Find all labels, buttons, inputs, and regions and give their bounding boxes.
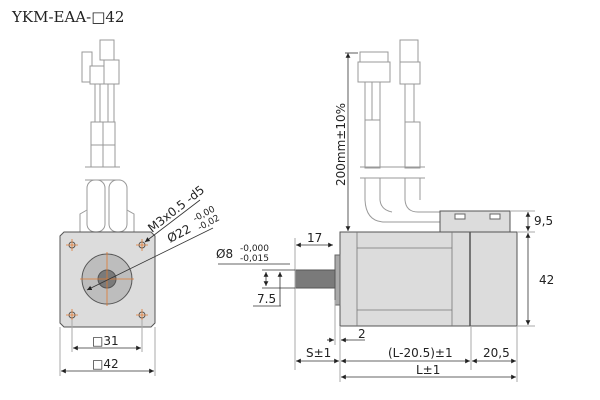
boss-thickness-dim: 2 bbox=[358, 327, 366, 341]
mounting-holes bbox=[66, 239, 148, 321]
encoder-length-dim: 20,5 bbox=[483, 346, 510, 360]
side-cable-assembly bbox=[357, 39, 440, 223]
shaft-tol-upper: -0,000 bbox=[240, 244, 269, 254]
flange-size-dim: □42 bbox=[92, 357, 119, 371]
front-view-flange bbox=[59, 199, 214, 328]
connector-height-dim: 9,5 bbox=[534, 214, 553, 228]
cable-length-dim: 200mm±10% bbox=[334, 103, 348, 186]
shaft-ext-dim: S±1 bbox=[306, 346, 331, 360]
model-title: YKM-EAA-□42 bbox=[11, 8, 124, 26]
flat-dim: 7.5 bbox=[257, 292, 276, 306]
shaft-dia-label: Ø8 bbox=[216, 247, 233, 261]
body-height-dim: 42 bbox=[539, 273, 554, 287]
boss-dia-label: Ø22 bbox=[165, 222, 193, 246]
shaft bbox=[294, 269, 336, 289]
total-length-dim: L±1 bbox=[416, 363, 440, 377]
motor-length-dim: (L-20.5)±1 bbox=[388, 346, 453, 360]
hole-pitch-dim: □31 bbox=[92, 334, 119, 348]
front-cable-assembly bbox=[79, 39, 135, 233]
side-view-motor bbox=[294, 210, 518, 327]
shaft-length-dim: 17 bbox=[307, 231, 322, 245]
shaft-tol-lower: -0,015 bbox=[240, 254, 269, 264]
